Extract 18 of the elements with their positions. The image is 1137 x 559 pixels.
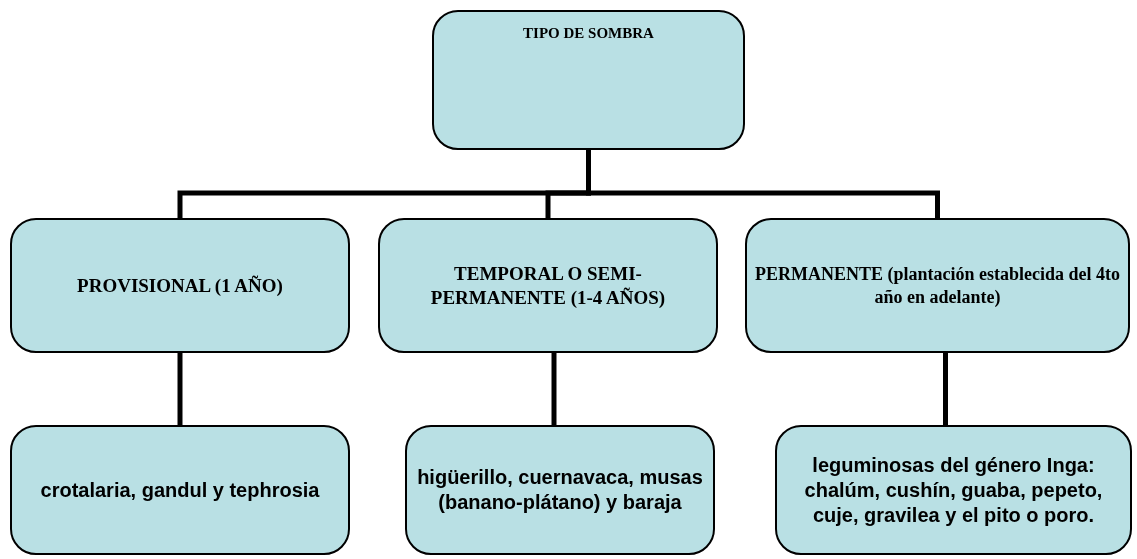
rounded-box bbox=[405, 425, 715, 555]
rounded-box bbox=[432, 10, 745, 150]
connector-line bbox=[943, 353, 948, 425]
box-text: PERMANENTE (plantación establecida del 4to año en adelante) bbox=[755, 263, 1120, 308]
rounded-box bbox=[775, 425, 1132, 555]
connector-line bbox=[177, 353, 183, 425]
box-text: leguminosas del género Inga: chalúm, cushín, guaba, pepeto, cuje, gravilea y el pito o poro. bbox=[803, 452, 1104, 528]
rounded-box bbox=[745, 218, 1130, 353]
box-text: higüerillo, cuernavaca, musas (banano-plátano) y baraja bbox=[416, 465, 704, 515]
box-text: TIPO DE SOMBRA bbox=[523, 24, 654, 43]
rounded-box bbox=[10, 425, 350, 555]
rounded-box bbox=[10, 218, 350, 353]
rounded-box bbox=[378, 218, 718, 353]
box-text: TEMPORAL O SEMI-PERMANENTE (1-4 AÑOS) bbox=[429, 261, 667, 310]
box-text: crotalaria, gandul y tephrosia bbox=[40, 477, 320, 503]
box-text: PROVISIONAL (1 AÑO) bbox=[77, 273, 283, 298]
connector-line bbox=[586, 150, 940, 218]
connector-line bbox=[551, 353, 557, 425]
